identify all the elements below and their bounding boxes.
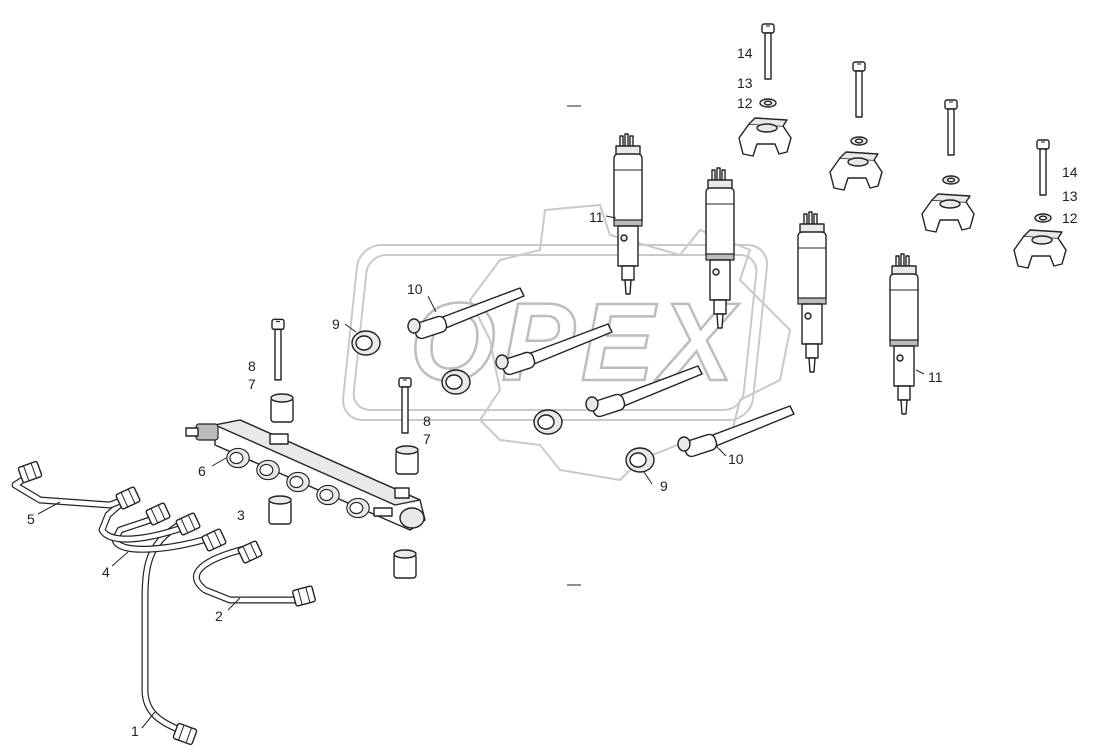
sleeve-7-b (395, 445, 419, 475)
fuel-rail (185, 419, 426, 531)
sleeve-7-c (268, 495, 292, 525)
bolt-14-a (761, 23, 775, 80)
seal-ring-9-d (625, 447, 655, 473)
label-12-b: 12 (1062, 210, 1078, 226)
seal-ring-9-c (533, 409, 563, 435)
seal-ring-9-b (441, 369, 471, 395)
label-11-a: 11 (589, 209, 604, 225)
clamp-c (921, 193, 975, 233)
sleeve-7-d (393, 549, 417, 579)
washer-12-b (850, 136, 868, 146)
seal-ring-9-a (351, 330, 381, 356)
washer-12-a (759, 98, 777, 108)
label-3: 3 (237, 507, 245, 523)
label-10-a: 10 (407, 281, 423, 297)
leader-lines (37, 215, 925, 729)
pipe-2 (192, 539, 317, 608)
label-13-a: 13 (737, 75, 753, 91)
label-4: 4 (102, 564, 110, 580)
bolt-14-d (1036, 139, 1050, 196)
injector-11-c (797, 211, 827, 373)
sleeve-7-a (270, 393, 294, 423)
pipe-1 (141, 516, 198, 746)
label-12-a: 12 (737, 95, 753, 111)
bolt-14-b (852, 61, 866, 118)
label-8-b: 8 (423, 413, 431, 429)
bolt-8-a (271, 318, 285, 381)
label-11-b: 11 (928, 369, 943, 385)
label-10-b: 10 (728, 451, 744, 467)
label-1: 1 (131, 723, 139, 739)
washer-12-c (942, 175, 960, 185)
label-2: 2 (215, 608, 223, 624)
label-13-b: 13 (1062, 188, 1078, 204)
injector-11-d (889, 253, 919, 415)
washer-12-d (1034, 213, 1052, 223)
clamp-b (829, 151, 883, 191)
bolt-14-c (944, 99, 958, 156)
label-7-a: 7 (248, 376, 256, 392)
clamp-a (738, 117, 792, 157)
injector-11-a (613, 133, 643, 295)
clamp-d (1013, 229, 1067, 269)
label-5: 5 (27, 511, 35, 527)
pipe-5 (11, 460, 142, 511)
label-8-a: 8 (248, 358, 256, 374)
label-7-b: 7 (423, 431, 431, 447)
label-14-b: 14 (1062, 164, 1078, 180)
label-6: 6 (198, 463, 206, 479)
label-9-a: 9 (332, 316, 340, 332)
label-9-b: 9 (660, 478, 668, 494)
callout-labels: 1 2 3 4 5 6 7 7 8 8 9 9 10 10 11 11 12 1… (27, 45, 1078, 739)
bolt-8-b (398, 377, 412, 434)
pipe-4 (98, 496, 202, 543)
label-14-a: 14 (737, 45, 753, 61)
